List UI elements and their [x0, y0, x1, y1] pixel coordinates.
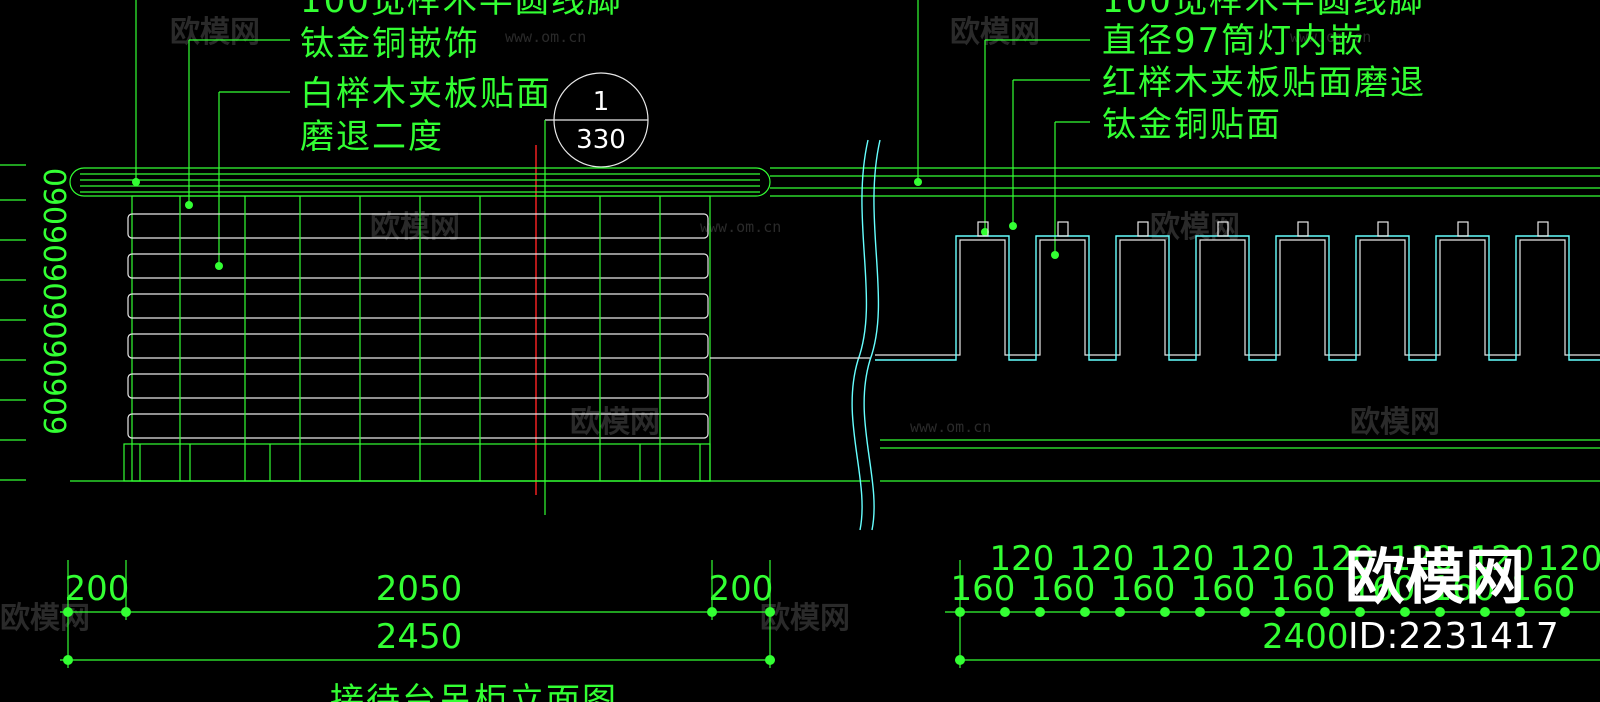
right-dimensions: 120 120 120 120 120 120 120 120 160 160 …: [945, 539, 1600, 668]
dim-right-160: 160: [1431, 569, 1496, 609]
dim-left-2050: 2050: [376, 569, 463, 609]
left-dimensions: 200 2050 200 2450: [60, 560, 775, 668]
watermark-url: www.om.cn: [1290, 28, 1371, 46]
left-annotations: 100宽榉木半圆线脚 钛金铜嵌饰 白榉木夹板贴面 磨退二度: [132, 0, 623, 270]
dim-left-200-b: 200: [709, 569, 774, 609]
label-titanium-facing: 钛金铜贴面: [1102, 105, 1282, 145]
watermark-text: 欧模网: [1350, 405, 1440, 440]
dim-right-160: 160: [951, 569, 1016, 609]
label-titanium-inlay: 钛金铜嵌饰: [300, 24, 480, 64]
right-annotations: 100宽榉木半圆线脚 直径97筒灯内嵌 红榉木夹板贴面磨退 钛金铜贴面: [914, 0, 1426, 259]
watermark-url: www.om.cn: [700, 218, 781, 236]
dim-right-120: 120: [1390, 539, 1455, 579]
brand-overlay: 欧模网 ID:2231417: [1345, 543, 1559, 657]
vertical-dimension: 60606060606060: [0, 164, 74, 481]
watermark-layer: 欧模网 欧模网 www.om.cn 欧模网 www.om.cn 欧模网 欧模网 …: [0, 15, 1440, 636]
label-beech-half-round-right: 100宽榉木半圆线脚: [1102, 0, 1425, 21]
dim-right-120: 120: [1150, 539, 1215, 579]
watermark-text: 欧模网: [0, 601, 90, 636]
section-tag-number: 1: [593, 87, 610, 117]
dim-right-120: 120: [1470, 539, 1535, 579]
dim-left-total: 2450: [376, 617, 463, 657]
drawing-title: 接待台吊柜立面图: [330, 681, 618, 702]
brand-id: ID:2231417: [1348, 616, 1559, 657]
label-polish-twice: 磨退二度: [300, 117, 444, 157]
label-beech-half-round-left: 100宽榉木半圆线脚: [300, 0, 623, 21]
break-line: [851, 139, 881, 531]
label-white-beech-veneer: 白榉木夹板贴面: [300, 74, 552, 114]
dim-right-160: 160: [1511, 569, 1576, 609]
watermark-text: 欧模网: [1150, 210, 1240, 245]
label-downlight: 直径97筒灯内嵌: [1102, 21, 1365, 61]
watermark-text: 欧模网: [170, 15, 260, 50]
dim-right-160: 160: [1031, 569, 1096, 609]
dim-right-160: 160: [1111, 569, 1176, 609]
watermark-url: www.om.cn: [910, 418, 991, 436]
dim-right-120: 120: [1310, 539, 1375, 579]
watermark-text: 欧模网: [950, 15, 1040, 50]
right-toothed-panel: [710, 221, 1600, 482]
watermark-url: www.om.cn: [505, 28, 586, 46]
dim-right-120: 120: [1538, 539, 1600, 579]
brand-name: 欧模网: [1345, 543, 1525, 613]
left-cabinet: [70, 195, 870, 482]
dim-left-200-a: 200: [65, 569, 130, 609]
dim-right-120: 120: [1230, 539, 1295, 579]
dim-right-total: 2400: [1262, 617, 1349, 657]
section-tag-sheet: 330: [576, 125, 626, 155]
dim-right-160: 160: [1191, 569, 1256, 609]
watermark-text: 欧模网: [570, 405, 660, 440]
dim-right-160: 160: [1271, 569, 1336, 609]
watermark-text: 欧模网: [760, 601, 850, 636]
dim-right-120: 120: [1070, 539, 1135, 579]
dim-right-120: 120: [990, 539, 1055, 579]
dim-right-160: 160: [1351, 569, 1416, 609]
top-moulding: [69, 167, 1600, 197]
vertical-dimension-text: 60606060606060: [39, 168, 74, 435]
watermark-text: 欧模网: [370, 210, 460, 245]
label-red-beech-veneer: 红榉木夹板贴面磨退: [1102, 63, 1426, 103]
